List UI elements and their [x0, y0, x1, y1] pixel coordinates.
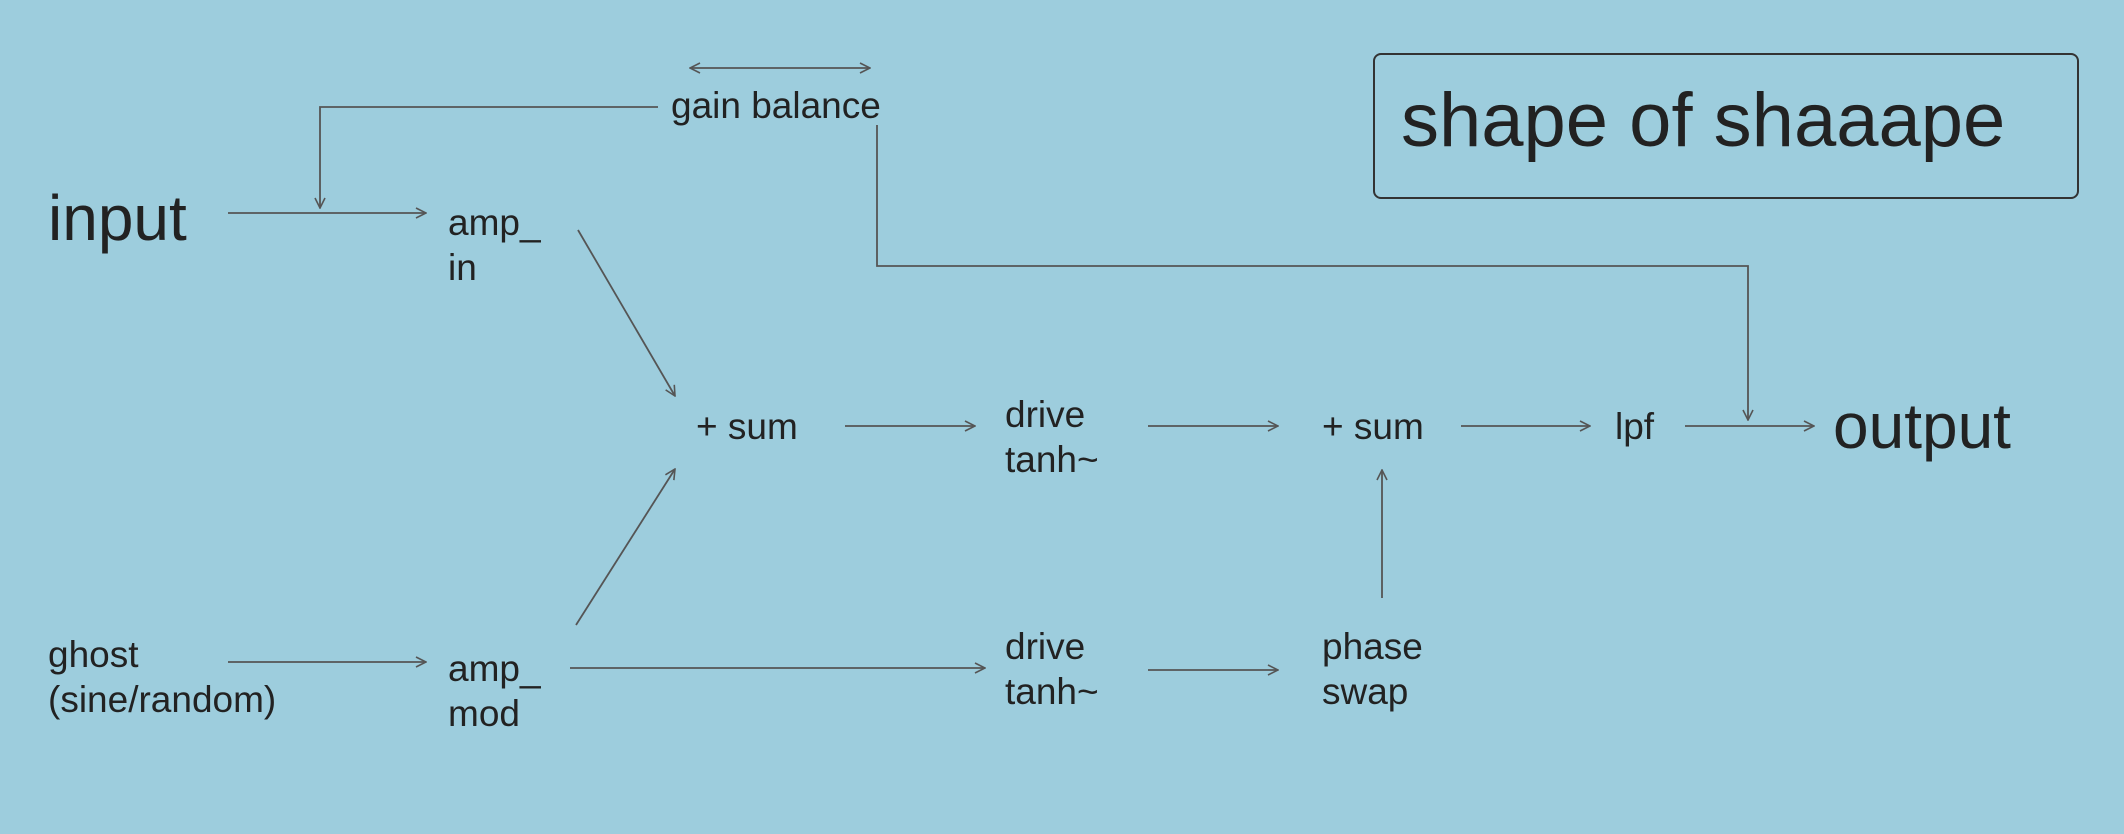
- node-amp-in: amp_ in: [448, 200, 541, 290]
- node-amp-mod: amp_ mod: [448, 646, 541, 736]
- node-drive-top: drive tanh~: [1005, 392, 1099, 482]
- node-drive-top-line-2: tanh~: [1005, 439, 1099, 481]
- node-input: input: [48, 182, 187, 254]
- arrow-gain-balance-to-output: [876, 125, 1748, 420]
- arrow-gain-balance-to-input: [320, 106, 658, 208]
- arrow-amp-in-to-sum: [577, 229, 675, 396]
- node-ghost: ghost (sine/random): [48, 632, 276, 722]
- node-phase-swap-line-2: swap: [1322, 671, 1409, 713]
- node-amp-in-line-1: amp_: [448, 202, 541, 243]
- node-amp-in-line-2: in: [448, 247, 477, 289]
- node-drive-bottom: drive tanh~: [1005, 624, 1099, 714]
- node-sum-1: + sum: [696, 406, 798, 447]
- node-phase-swap-line-1: phase: [1322, 626, 1423, 667]
- node-ghost-line-1: ghost: [48, 634, 139, 675]
- node-phase-swap: phase swap: [1322, 624, 1423, 714]
- node-gain-balance: gain balance: [671, 85, 881, 126]
- node-lpf: lpf: [1615, 406, 1655, 447]
- node-sum-2: + sum: [1322, 406, 1424, 447]
- node-output: output: [1833, 390, 2011, 462]
- node-drive-top-line-1: drive: [1005, 394, 1086, 435]
- diagram-title: shape of shaaape: [1401, 78, 2006, 163]
- title-box: shape of shaaape: [1373, 53, 2079, 199]
- node-amp-mod-line-1: amp_: [448, 648, 541, 689]
- node-ghost-line-2: (sine/random): [48, 679, 277, 721]
- arrow-amp-mod-to-sum: [575, 469, 675, 626]
- node-drive-bottom-line-2: tanh~: [1005, 671, 1099, 713]
- node-drive-bottom-line-1: drive: [1005, 626, 1086, 667]
- node-amp-mod-line-2: mod: [448, 693, 520, 735]
